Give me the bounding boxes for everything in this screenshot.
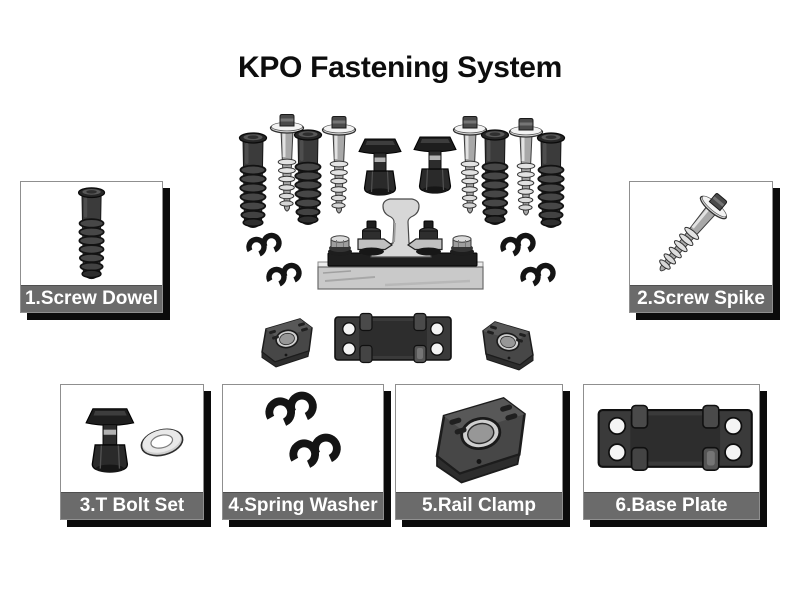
t-bolt-set-figure: [61, 385, 203, 492]
rail-clamp-figure: [396, 385, 562, 492]
spring-washer-icon: [223, 385, 383, 492]
screw-dowel-figure: [21, 182, 162, 285]
base-plate-center: [334, 312, 452, 364]
base-plate-figure: [584, 385, 759, 492]
rail-clamp-icon: [435, 397, 526, 484]
part-label-spring-washer: 4.Spring Washer: [223, 492, 383, 519]
screw-spike-icon: [647, 186, 736, 282]
part-box-rail-clamp: 5.Rail Clamp: [395, 384, 563, 520]
part-label-rail-clamp: 5.Rail Clamp: [396, 492, 562, 519]
assembly-hex-bolt-right: [449, 235, 475, 257]
part-box-screw-spike: 2.Screw Spike: [629, 181, 773, 313]
screw-spike-figure: [630, 182, 772, 285]
screw-dowel-icon: [77, 186, 106, 280]
part-box-base-plate: 6.Base Plate: [583, 384, 760, 520]
part-box-t-bolt-set: 3.T Bolt Set: [60, 384, 204, 520]
spring-washer-figure: [223, 385, 383, 492]
screw-dowel-4: [536, 132, 566, 229]
assembly-hex-bolt-left: [327, 235, 353, 257]
flat-washer: [140, 428, 184, 457]
spring-washer-left-1: [246, 233, 281, 257]
rail-section: [370, 198, 432, 258]
rail-clamp-right: [482, 321, 534, 371]
spring-washer-right-2: [520, 263, 555, 287]
screw-spike-2: [321, 115, 357, 214]
spring-washer-right-1: [500, 233, 535, 257]
part-box-screw-dowel: 1.Screw Dowel: [20, 181, 163, 313]
part-label-t-bolt-set: 3.T Bolt Set: [61, 492, 203, 519]
base-plate-icon: [597, 404, 753, 472]
spring-washer-left-2: [266, 263, 301, 287]
page-title: KPO Fastening System: [237, 51, 563, 84]
screw-spike-4: [508, 117, 544, 216]
screw-dowel-1: [238, 132, 268, 229]
t-bolt-set-icon: [85, 408, 184, 474]
t-bolt-1: [358, 138, 402, 197]
part-box-spring-washer: 4.Spring Washer: [222, 384, 384, 520]
screw-dowel-3: [480, 129, 510, 226]
part-label-base-plate: 6.Base Plate: [584, 492, 759, 519]
rail-assembly: [317, 198, 484, 290]
rail-clamp-left: [261, 318, 313, 368]
part-label-screw-dowel: 1.Screw Dowel: [21, 285, 162, 312]
screw-dowel-2: [293, 129, 323, 226]
assembly-collage: [238, 113, 566, 371]
screw-spike-3: [452, 115, 488, 214]
t-bolt-2: [413, 136, 457, 195]
part-label-screw-spike: 2.Screw Spike: [630, 285, 772, 312]
